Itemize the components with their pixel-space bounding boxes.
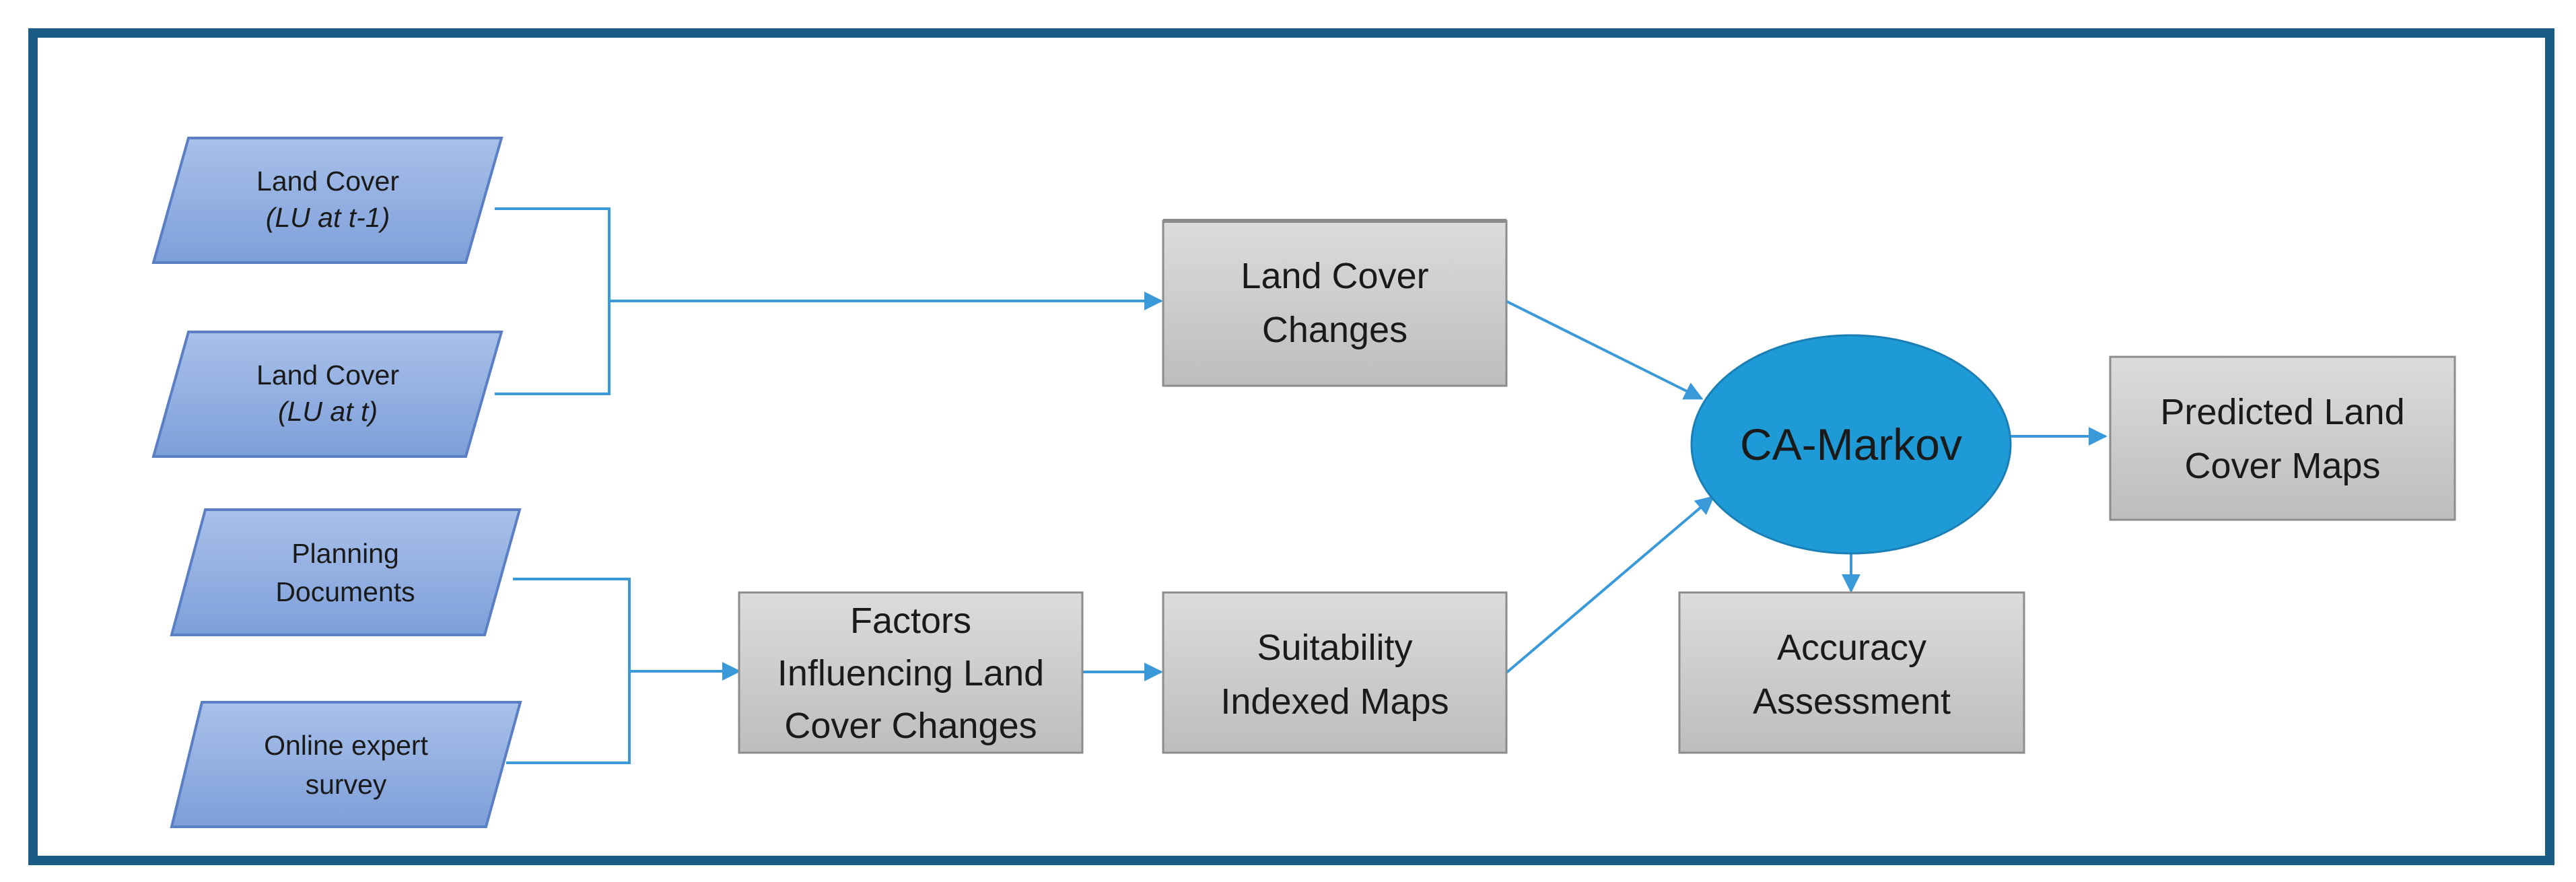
model-ca-markov: CA-Markov xyxy=(1690,334,2012,555)
connectors xyxy=(495,207,2108,764)
box-suitability-indexed-maps: Suitability Indexed Maps xyxy=(1162,591,1508,754)
input-lc1-line1: Land Cover xyxy=(256,166,399,197)
input-survey-line1: Online expert xyxy=(264,730,428,761)
factors-line1: Factors xyxy=(850,601,971,641)
input-survey-line2: survey xyxy=(306,769,387,800)
suitability-line1: Suitability xyxy=(1257,627,1412,668)
model-label: CA-Markov xyxy=(1740,419,1962,469)
input-lc2-line1: Land Cover xyxy=(256,360,399,391)
predicted-line2: Cover Maps xyxy=(2184,446,2380,486)
land-cover-changes-line1: Land Cover xyxy=(1241,256,1428,296)
connector-suitability-to-model xyxy=(1504,496,1715,675)
predicted-line1: Predicted Land xyxy=(2160,392,2404,432)
box-predicted-land-cover-maps: Predicted Land Cover Maps xyxy=(2109,355,2456,521)
input-planning-documents: Planning Documents xyxy=(170,508,522,636)
connector-changes-to-model xyxy=(1505,300,1704,400)
input-land-cover-t: Land Cover (LU at t) xyxy=(151,331,503,458)
input-lc2-line2: (LU at t) xyxy=(278,396,378,427)
input-online-expert-survey: Online expert survey xyxy=(170,701,522,828)
box-land-cover-changes: Land Cover Changes xyxy=(1162,219,1508,387)
box-accuracy-assessment: Accuracy Assessment xyxy=(1678,591,2025,754)
land-cover-changes-line2: Changes xyxy=(1262,310,1407,350)
box-factors-influencing: Factors Influencing Land Cover Changes xyxy=(738,591,1084,754)
input-land-cover-t-minus-1: Land Cover (LU at t-1) xyxy=(151,137,503,264)
factors-line2: Influencing Land xyxy=(777,653,1044,693)
factors-line3: Cover Changes xyxy=(784,706,1037,746)
input-lc1-line2: (LU at t-1) xyxy=(266,202,390,233)
input-planning-line2: Documents xyxy=(275,576,415,607)
connector-lc1-to-bracket xyxy=(495,207,611,395)
connector-planning-survey-bracket xyxy=(506,578,631,764)
suitability-line2: Indexed Maps xyxy=(1220,681,1449,722)
accuracy-line2: Assessment xyxy=(1753,681,1951,722)
accuracy-line1: Accuracy xyxy=(1777,627,1926,668)
input-planning-line1: Planning xyxy=(291,538,399,569)
